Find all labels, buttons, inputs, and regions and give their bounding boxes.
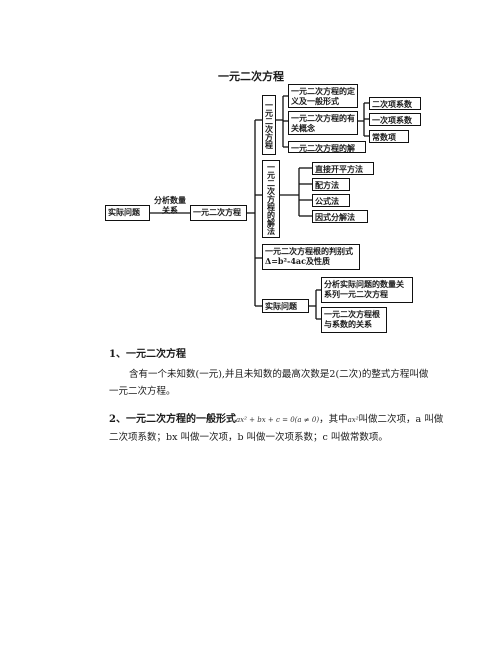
section1-text: 含有一个未知数(一元),并且未知数的最高次数是2(二次)的整式方程叫做一元二次方… [109,369,429,397]
hub-node: 一元二次方程 [190,205,247,221]
node-constant: 常数项 [369,130,409,143]
general-form-formula: ax² + bx + c = 0(a ≠ 0) [235,416,320,424]
node-solution: 一元二次方程的解 [288,141,366,153]
node-factoring: 因式分解法 [312,210,368,223]
node-definition-form: 一元二次方程的定义及一般形式 [288,84,358,108]
section1-heading: 1、一元二次方程 [109,349,186,360]
section2-mid: ，其中 [319,414,348,425]
page-title: 一元二次方程 [218,70,284,83]
branch-applications: 实际问题 [262,299,309,313]
section2-paragraph: 2、一元二次方程的一般形式ax² + bx + c = 0(a ≠ 0)，其中a… [109,411,445,446]
section2-heading: 2、一元二次方程的一般形式 [109,414,236,425]
branch-definition: 一元二次方程 [262,95,276,155]
root-node: 实际问题 [105,205,150,221]
node-sqrt-method: 直接开平方法 [312,162,374,175]
node-quadratic-coef: 二次项系数 [369,97,421,110]
node-completing-square: 配方法 [312,178,350,191]
node-formula-method: 公式法 [312,194,350,207]
node-linear-coef: 一次项系数 [369,113,421,126]
node-vieta-relation: 一元二次方程根与系数的关系 [321,307,387,333]
node-discriminant: 一元二次方程根的判别式Δ=b²-4ac及性质 [262,244,360,270]
node-analyze-problems: 分析实际问题的数量关系列一元二次方程 [321,277,413,303]
quadratic-term: ax² [347,416,359,424]
edge-label: 分析数量关系 [154,195,186,215]
section2-text: 叫做二次项，a 叫做二次项系数；bx 叫做一次项，b 叫做一次项系数；c 叫做常… [109,414,444,443]
node-related-concepts: 一元二次方程的有关概念 [288,111,358,135]
branch-methods: 一元二次方程的解法 [262,160,280,238]
